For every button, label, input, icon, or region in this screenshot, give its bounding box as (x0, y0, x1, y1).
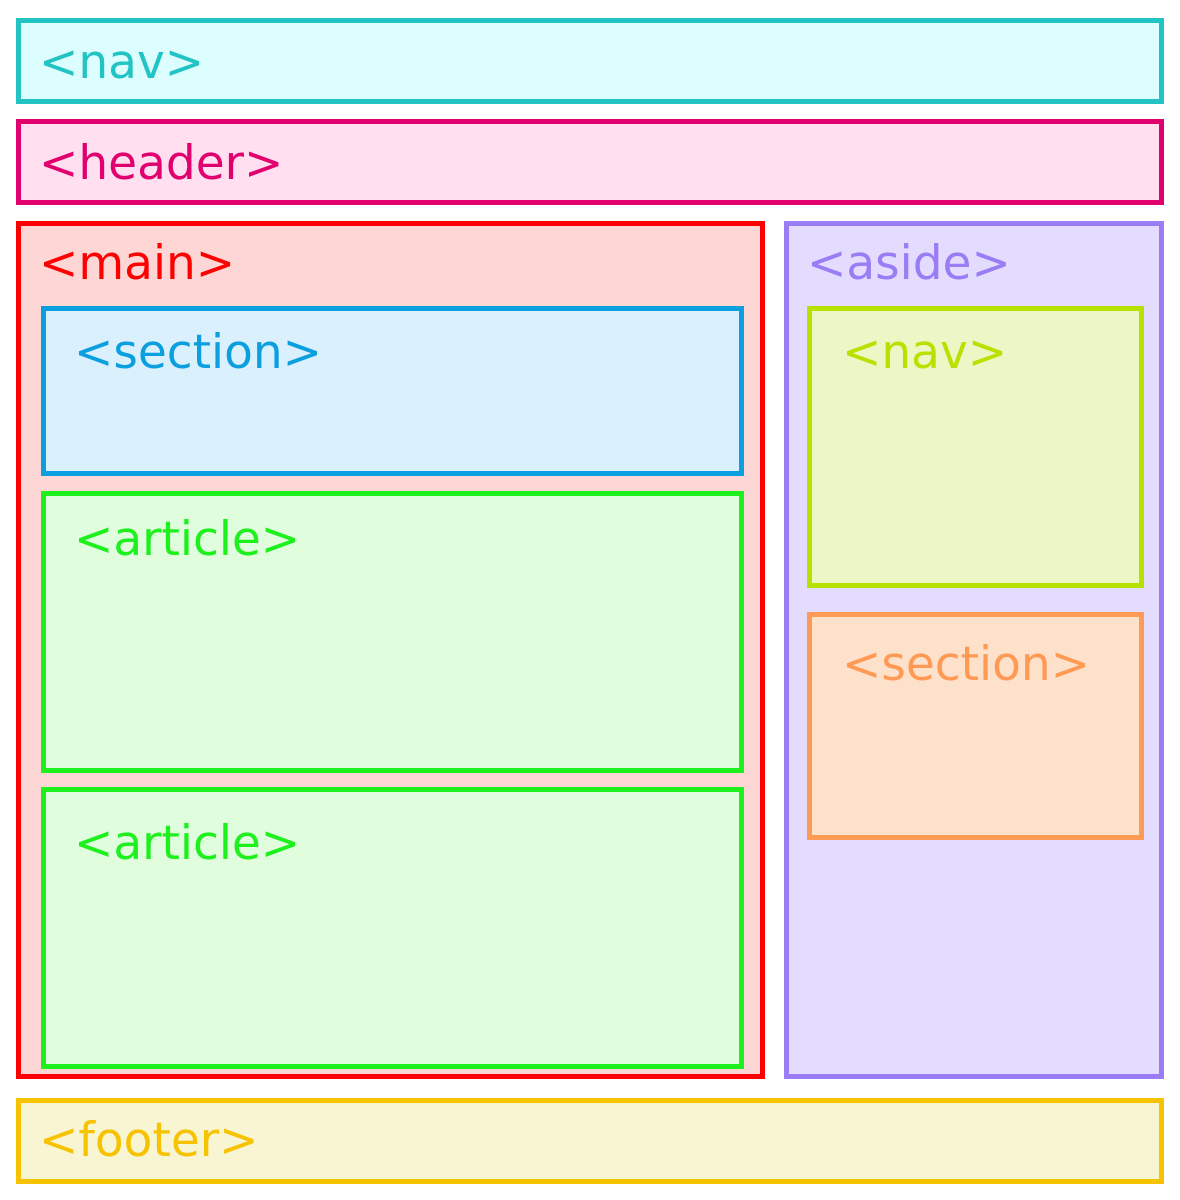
aside-section-box: <section> (807, 612, 1144, 840)
aside-section-label: <section> (842, 637, 1091, 692)
article-label-1: <article> (74, 512, 301, 567)
main-section-label: <section> (74, 325, 323, 380)
main-box: <main> <section> <article> <article> (16, 221, 765, 1079)
aside-nav-box: <nav> (807, 306, 1144, 588)
aside-label: <aside> (807, 236, 1011, 291)
article-label-2: <article> (74, 816, 301, 871)
footer-label: <footer> (39, 1113, 259, 1168)
footer-box: <footer> (16, 1098, 1164, 1184)
header-label: <header> (39, 136, 284, 191)
nav-label: <nav> (39, 35, 205, 90)
main-section-box: <section> (41, 306, 744, 476)
article-box-2: <article> (41, 787, 744, 1069)
aside-nav-label: <nav> (842, 325, 1008, 380)
article-box-1: <article> (41, 491, 744, 773)
main-label: <main> (39, 236, 236, 291)
aside-box: <aside> <nav> <section> (784, 221, 1164, 1079)
nav-box: <nav> (16, 18, 1164, 104)
header-box: <header> (16, 119, 1164, 205)
